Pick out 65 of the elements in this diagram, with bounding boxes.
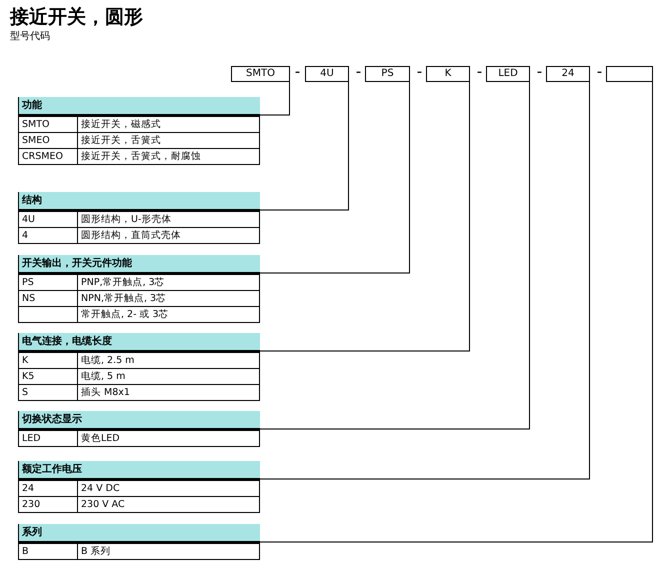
code-box: K xyxy=(426,66,470,82)
spec-table xyxy=(18,461,260,513)
table-cell: 插头 M8x1 xyxy=(78,385,260,401)
table-header: 切换状态显示 xyxy=(18,411,260,431)
subtitle: 型号代码 xyxy=(10,30,50,43)
table-cell: 230 V AC xyxy=(78,497,260,513)
leader-line xyxy=(260,82,590,480)
table-cell: 黄色LED xyxy=(78,431,260,447)
table-cell: NS xyxy=(18,291,78,307)
table-cell: 4 xyxy=(18,228,78,244)
separator-dash: – xyxy=(477,67,482,78)
table-header: 功能 xyxy=(18,97,260,117)
separator-dash: – xyxy=(417,67,422,78)
spec-table xyxy=(18,192,260,244)
table-header: 系列 xyxy=(18,524,260,544)
table-cell: 接近开关，磁感式 xyxy=(78,117,260,133)
leader-line xyxy=(260,82,653,542)
separator-dash: – xyxy=(295,67,300,78)
table-cell: 圆形结构，U-形壳体 xyxy=(78,212,260,228)
table-cell: 4U xyxy=(18,212,78,228)
code-box: LED xyxy=(486,66,530,82)
table-header: 开关输出，开关元件功能 xyxy=(18,255,260,275)
leader-line xyxy=(260,82,410,274)
spec-table xyxy=(18,97,260,165)
leader-line xyxy=(260,82,470,352)
table-cell: 230 xyxy=(18,497,78,513)
leader-line xyxy=(260,82,530,430)
table-header: 额定工作电压 xyxy=(18,461,260,481)
table-cell: PS xyxy=(18,275,78,291)
table-cell: 24 xyxy=(18,481,78,497)
empty-code-box xyxy=(606,66,653,82)
table-cell: CRSMEO xyxy=(18,149,78,165)
separator-dash: – xyxy=(537,67,542,78)
leader-line xyxy=(260,82,349,210)
table-cell: K5 xyxy=(18,369,78,385)
spec-table xyxy=(18,524,260,560)
table-cell: 常开触点, 2- 或 3芯 xyxy=(78,307,260,323)
table-cell: SMEO xyxy=(18,133,78,149)
code-box: 4U xyxy=(305,66,349,82)
table-cell: 24 V DC xyxy=(78,481,260,497)
leader-line xyxy=(260,82,290,116)
code-box: SMTO xyxy=(231,66,290,82)
table-cell: 圆形结构，直筒式壳体 xyxy=(78,228,260,244)
spec-table xyxy=(18,411,260,447)
table-cell: S xyxy=(18,385,78,401)
table-cell: 接近开关，舌簧式，耐腐蚀 xyxy=(78,149,260,165)
table-cell: LED xyxy=(18,431,78,447)
separator-dash: – xyxy=(597,67,602,78)
code-box: 24 xyxy=(546,66,590,82)
separator-dash: – xyxy=(356,67,361,78)
table-header: 电气连接，电缆长度 xyxy=(18,333,260,353)
spec-table xyxy=(18,333,260,401)
code-box: PS xyxy=(365,66,410,82)
table-cell: B 系列 xyxy=(78,544,260,560)
table-cell: 接近开关，舌簧式 xyxy=(78,133,260,149)
table-cell: PNP,常开触点, 3芯 xyxy=(78,275,260,291)
table-header: 结构 xyxy=(18,192,260,212)
table-cell: SMTO xyxy=(18,117,78,133)
page-title: 接近开关，圆形 xyxy=(10,5,143,30)
spec-table xyxy=(18,255,260,323)
table-cell: B xyxy=(18,544,78,560)
table-cell: 电缆, 2.5 m xyxy=(78,353,260,369)
table-cell: K xyxy=(18,353,78,369)
table-cell: NPN,常开触点, 3芯 xyxy=(78,291,260,307)
table-cell: 电缆, 5 m xyxy=(78,369,260,385)
